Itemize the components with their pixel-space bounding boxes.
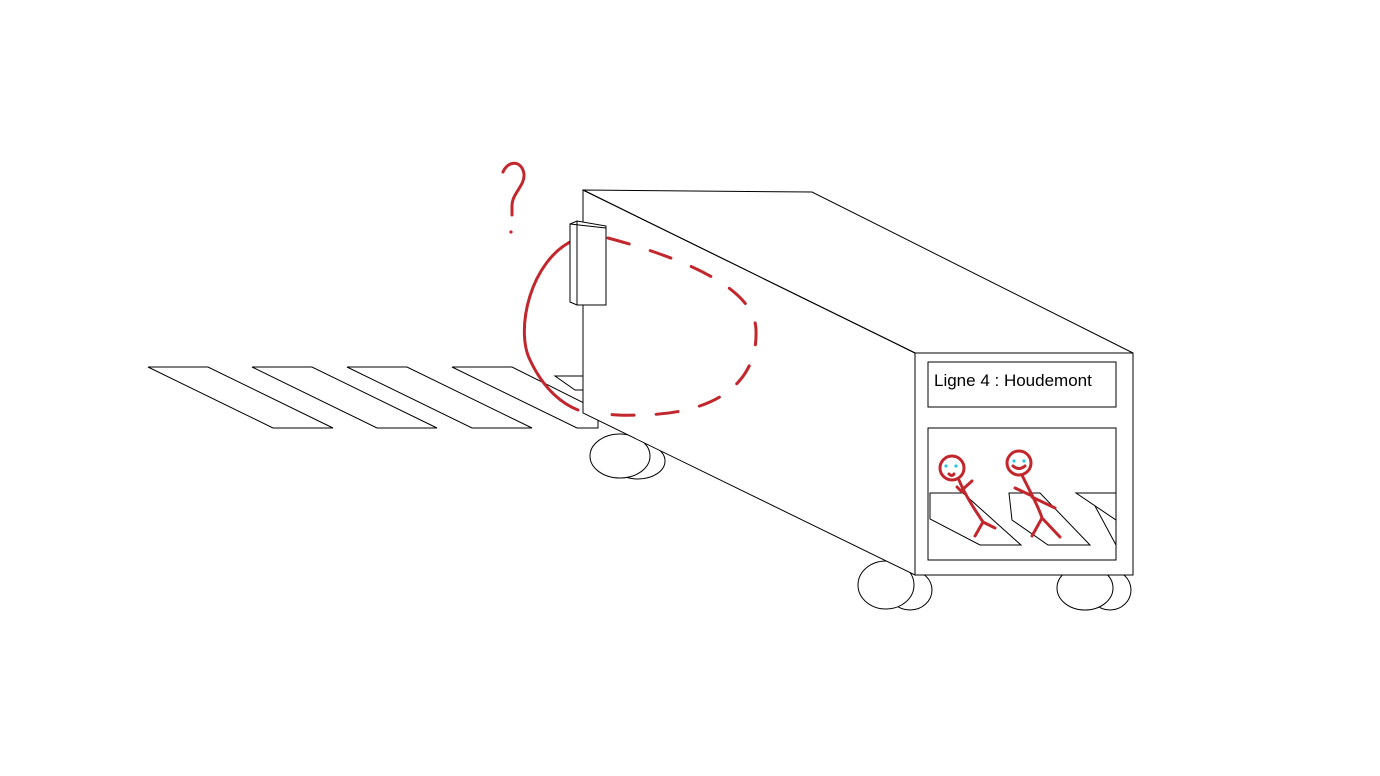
camera-view-arc	[522, 238, 580, 412]
wheel	[589, 433, 651, 479]
crosswalk-stripe	[147, 366, 334, 429]
windshield-crosswalk-stripe	[1008, 492, 1092, 546]
crosswalk-stripe	[553, 375, 586, 391]
destination-sign: Ligne 4 : Houdemont	[927, 361, 1117, 408]
crosswalk-stripe	[251, 366, 438, 429]
pedestrian-right	[1005, 449, 1062, 539]
crosswalk	[147, 366, 599, 429]
camera-icon	[569, 220, 607, 306]
camera-view-annotation	[522, 236, 758, 417]
pedestrian-head	[938, 454, 966, 482]
rear-wheels	[589, 433, 666, 480]
pedestrian-left	[938, 454, 997, 538]
camera-view-dashed-arc	[592, 236, 758, 417]
front-wheels	[857, 560, 1132, 611]
windshield-crosswalk-stripe	[1074, 492, 1117, 521]
pedestrian-head	[1005, 449, 1033, 477]
windshield	[927, 427, 1117, 561]
destination-sign-text: Ligne 4 : Houdemont	[934, 371, 1092, 390]
crosswalk-stripe	[346, 366, 533, 429]
question-mark-icon	[501, 161, 526, 234]
destination-sign-frame	[927, 361, 1117, 408]
